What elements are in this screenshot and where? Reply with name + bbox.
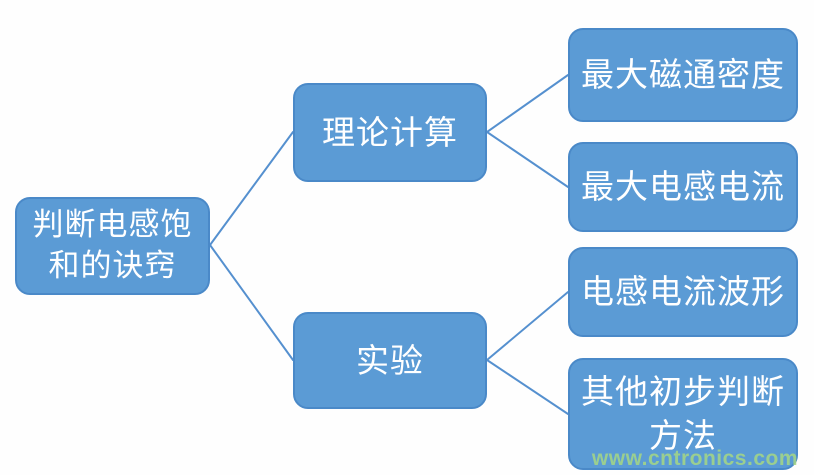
node-root: 判断电感饱 和的诀窍 xyxy=(15,197,210,295)
node-leaf-max-flux-density: 最大磁通密度 xyxy=(568,28,798,122)
connector-theory-flux xyxy=(486,74,569,133)
connector-experiment-other xyxy=(486,359,569,415)
node-leaf-current-waveform: 电感电流波形 xyxy=(568,247,798,337)
connector-experiment-waveform xyxy=(486,291,569,361)
connector-root-experiment xyxy=(209,244,294,361)
node-branch-experiment: 实验 xyxy=(293,312,487,409)
connector-root-theory xyxy=(209,131,294,246)
node-leaf-other-methods: 其他初步判断 方法 xyxy=(568,358,798,470)
node-branch-theory: 理论计算 xyxy=(293,83,487,182)
node-leaf-max-inductor-current: 最大电感电流 xyxy=(568,142,798,232)
connector-theory-current xyxy=(486,131,569,188)
watermark-text: www.cntronics.com xyxy=(591,447,798,470)
